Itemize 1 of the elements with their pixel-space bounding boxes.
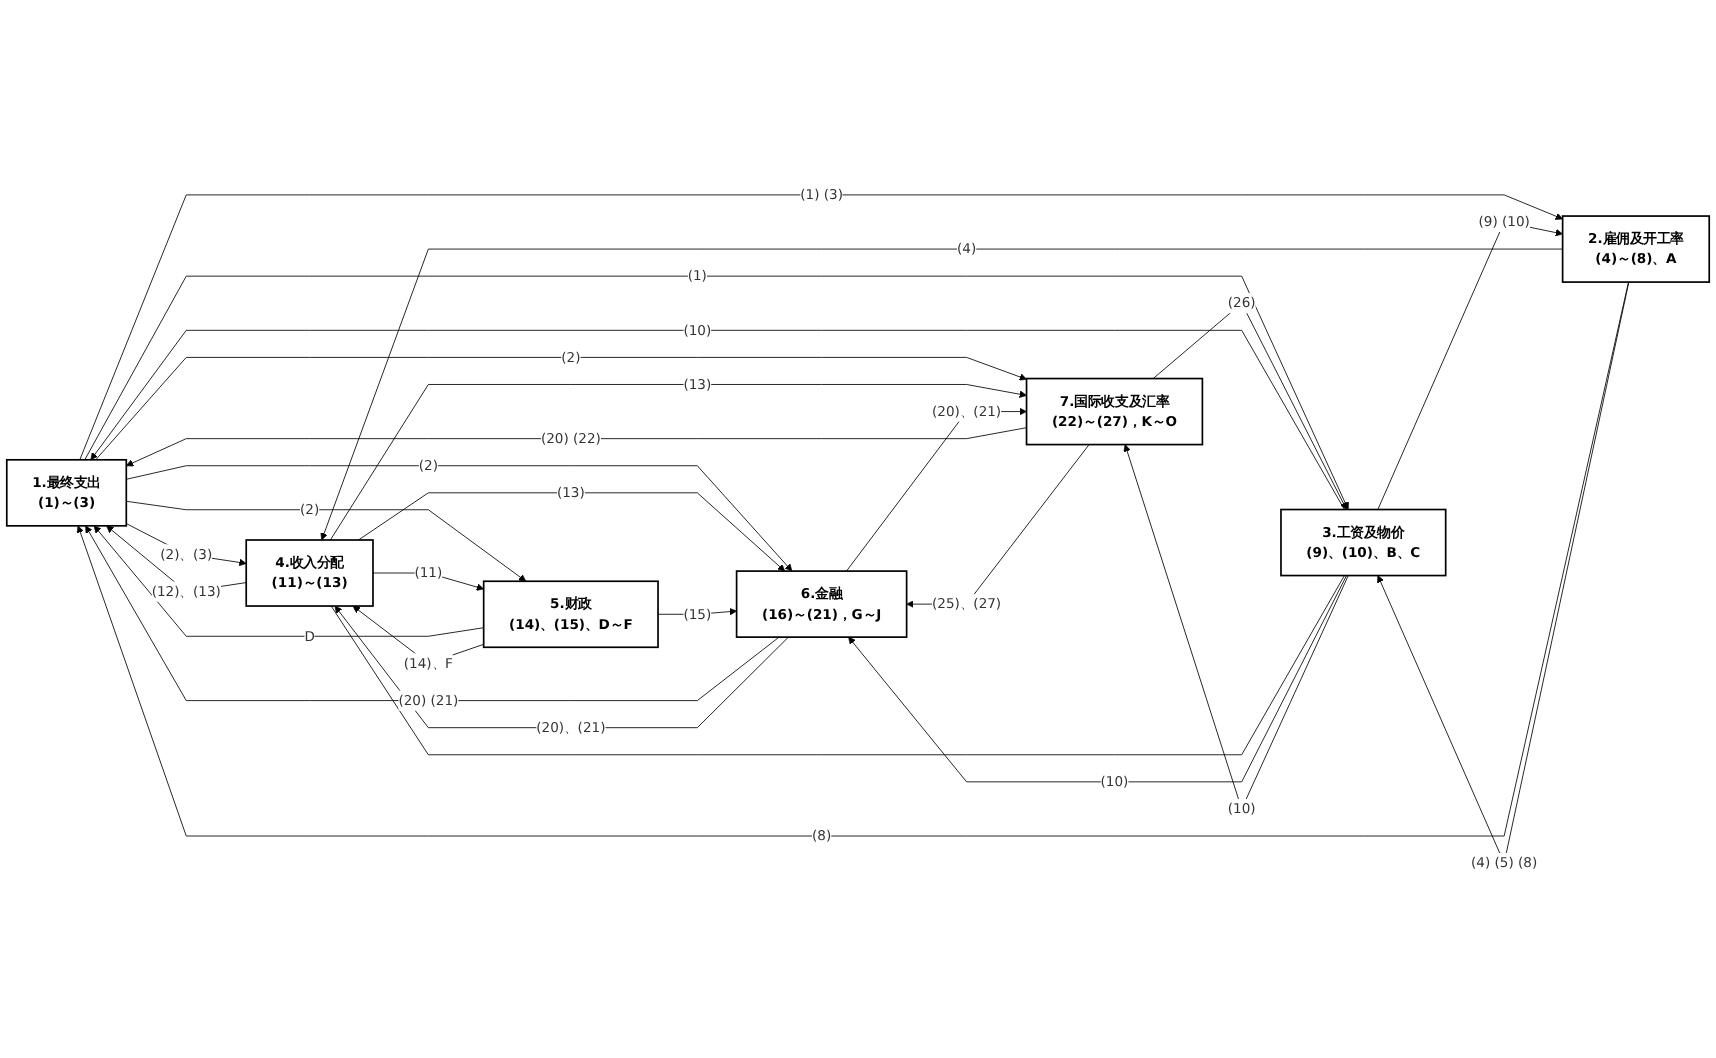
connector [330, 575, 1345, 756]
